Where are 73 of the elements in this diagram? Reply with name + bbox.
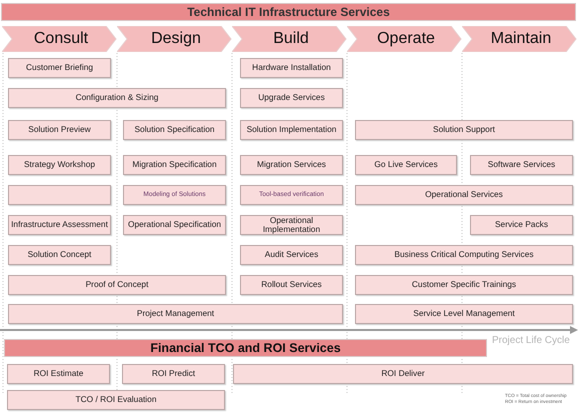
service-label: Operational Specification — [128, 220, 222, 230]
service-box — [240, 120, 343, 140]
service-box — [7, 390, 225, 410]
service-label: Go Live Services — [374, 160, 438, 170]
service-box — [470, 155, 573, 175]
service-box — [355, 275, 573, 295]
service-box — [8, 155, 111, 175]
service-box — [355, 120, 573, 140]
service-box — [240, 58, 343, 78]
service-box — [8, 304, 343, 324]
service-box — [240, 215, 343, 235]
phase-label: Consult — [34, 30, 88, 48]
service-label: Service Level Management — [413, 309, 515, 319]
service-label: Migration Services — [257, 160, 326, 170]
service-box — [240, 185, 343, 205]
service-label: Solution Preview — [28, 125, 91, 135]
phase-label: Maintain — [490, 30, 552, 48]
section-banner — [4, 339, 487, 357]
service-label: Operational Services — [425, 190, 503, 200]
service-label: Solution Implementation — [246, 125, 336, 135]
service-box — [123, 120, 226, 140]
service-box — [122, 364, 225, 384]
banner-title: Financial TCO and ROI Services — [150, 341, 341, 355]
service-box — [240, 88, 343, 108]
service-box — [355, 245, 573, 265]
service-box — [7, 364, 110, 384]
service-label: Migration Specification — [132, 160, 217, 170]
service-label: ROI Deliver — [381, 369, 425, 379]
service-box — [470, 215, 573, 235]
title-banner — [1, 3, 576, 21]
service-box — [240, 275, 343, 295]
service-label: Solution Support — [433, 125, 495, 135]
service-label: Software Services — [488, 160, 556, 170]
service-label: ROI Predict — [152, 369, 196, 379]
service-label: Hardware Installation — [252, 63, 331, 73]
service-box — [8, 275, 226, 295]
service-box — [240, 245, 343, 265]
service-box — [8, 120, 111, 140]
service-label: Infrastructure Assessment — [11, 220, 108, 230]
service-label: Proof of Concept — [86, 280, 148, 290]
service-label: TCO / ROI Evaluation — [76, 395, 156, 405]
phase-label: Operate — [377, 30, 435, 48]
service-box — [123, 185, 226, 205]
service-label: ROI Estimate — [34, 369, 84, 379]
service-label: Audit Services — [264, 250, 318, 260]
service-box — [233, 364, 573, 384]
service-label: Operational Implementation — [262, 216, 322, 234]
banner-title: Technical IT Infrastructure Services — [187, 5, 390, 19]
service-box — [240, 155, 343, 175]
service-box — [355, 155, 457, 175]
service-box — [8, 245, 111, 265]
service-label: Customer Briefing — [26, 63, 94, 73]
service-label: Configuration & Sizing — [76, 93, 158, 103]
empty-box — [8, 185, 111, 205]
service-box — [8, 88, 226, 108]
service-box — [355, 304, 573, 324]
service-label: Solution Concept — [28, 250, 92, 260]
service-label: Solution Specification — [134, 125, 215, 135]
phase-label: Build — [273, 30, 309, 48]
service-box — [355, 185, 573, 205]
service-label: Rollout Services — [261, 280, 322, 290]
service-box — [123, 215, 226, 235]
phase-label: Design — [151, 30, 201, 48]
service-label: Customer Specific Trainings — [412, 280, 516, 290]
service-box — [123, 155, 226, 175]
service-label: Upgrade Services — [258, 93, 325, 103]
service-label: Service Packs — [494, 220, 548, 230]
life-cycle-label: Project Life Cycle — [492, 335, 570, 346]
service-label: Business Critical Computing Services — [394, 250, 534, 260]
service-box — [8, 215, 111, 235]
service-label: Project Management — [136, 309, 214, 319]
service-label: Strategy Workshop — [24, 160, 96, 170]
service-box — [8, 58, 111, 78]
